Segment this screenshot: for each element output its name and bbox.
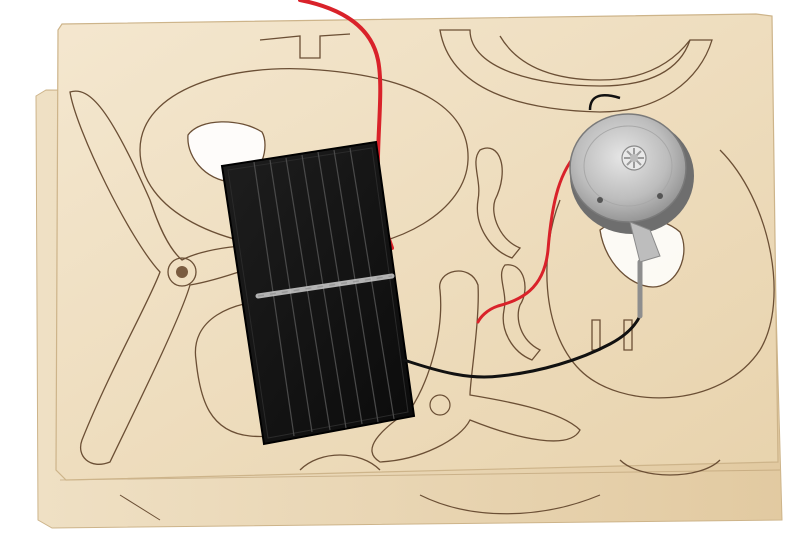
wooden-board-front-icon	[55, 13, 779, 481]
black-wire-icon	[402, 94, 643, 379]
dc-motor-icon	[569, 113, 694, 263]
solar-panel-icon	[220, 140, 416, 446]
